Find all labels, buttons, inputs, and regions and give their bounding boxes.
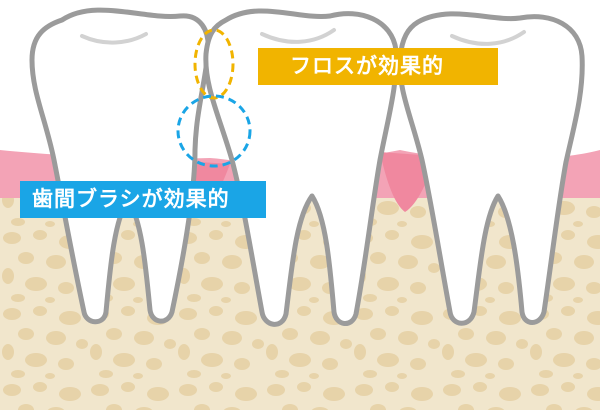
tooth-right xyxy=(397,11,585,326)
floss-label: フロスが効果的 xyxy=(290,54,444,78)
interdental-brush-label: 歯間ブラシが効果的 xyxy=(32,187,230,211)
tooth-left-crease xyxy=(80,32,148,45)
tooth-right-crease xyxy=(450,30,526,46)
floss-label-background xyxy=(258,48,498,85)
brush-zone-icon xyxy=(176,94,252,168)
floss-zone-icon xyxy=(193,28,235,100)
tooth-middle-crease xyxy=(260,28,336,44)
tooth-middle xyxy=(203,8,399,327)
brush-label-background xyxy=(20,181,266,218)
